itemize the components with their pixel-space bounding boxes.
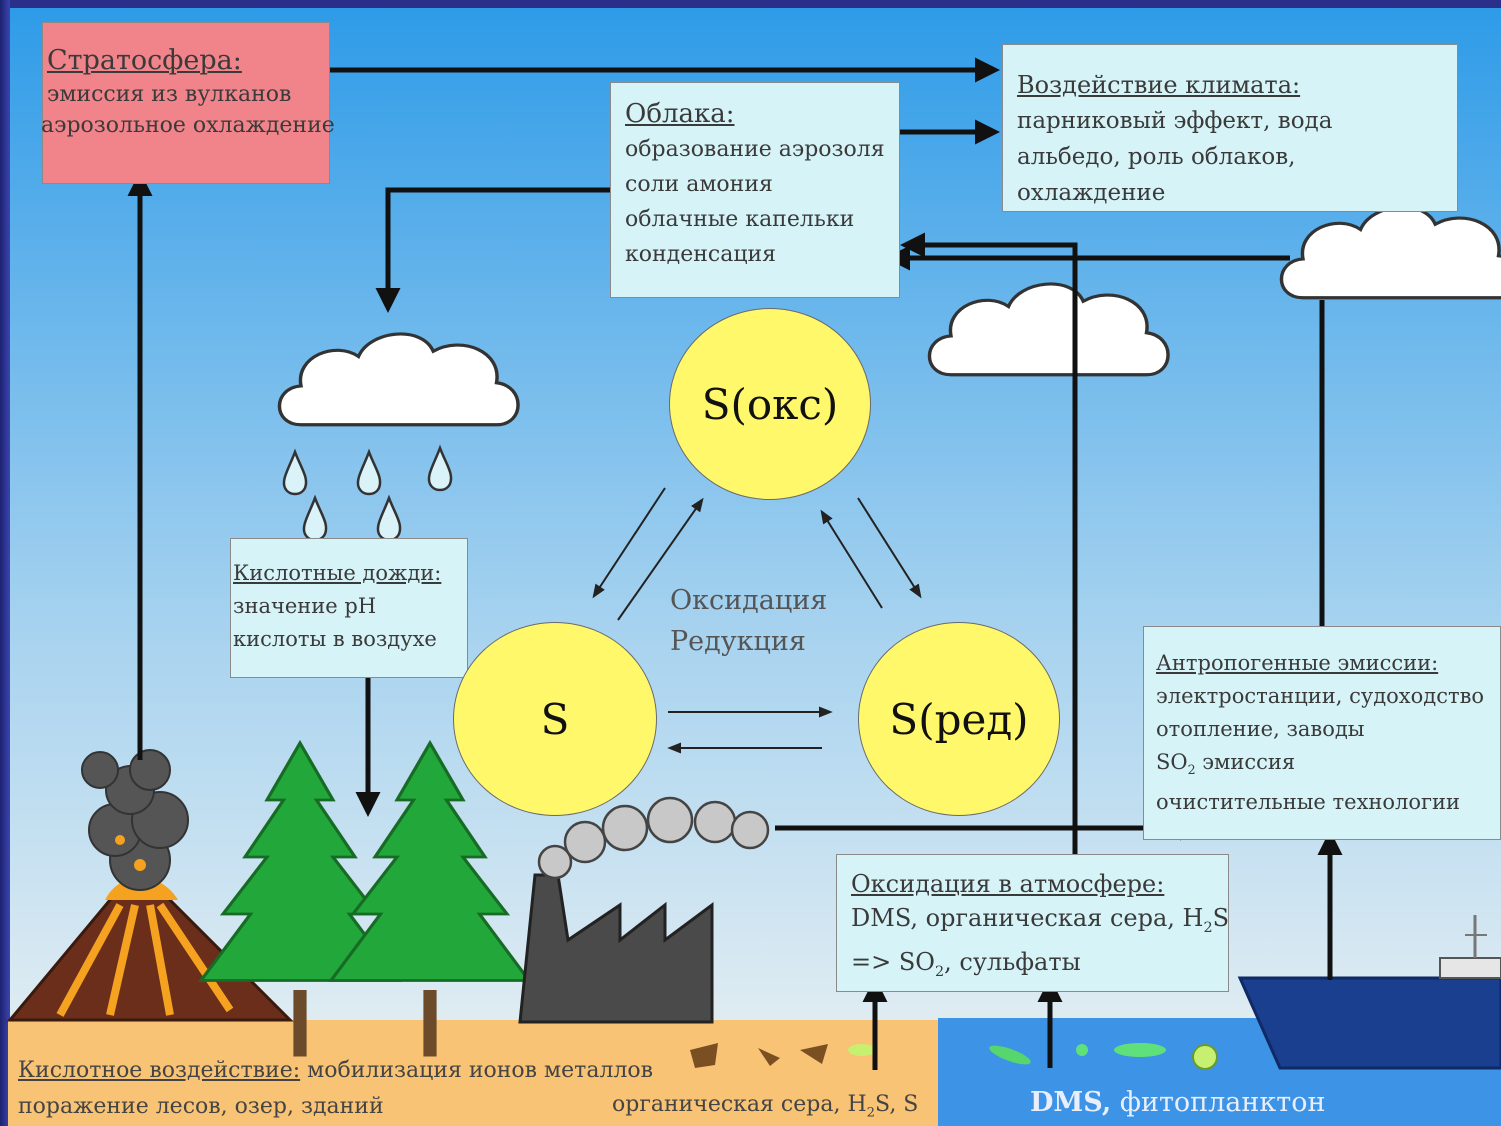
- climate-line: охлаждение: [1017, 180, 1166, 206]
- acid-impact-text: мобилизация ионов металлов: [300, 1058, 654, 1083]
- atm-text: , сульфаты: [944, 947, 1081, 976]
- anthropogenic-line: отопление, заводы: [1156, 717, 1365, 741]
- anthropogenic-so2-line: SO2 эмиссия: [1156, 746, 1500, 786]
- organic-sulfur-label: органическая сера, H2S, S: [612, 1092, 918, 1120]
- acid-impact-line2: поражение лесов, озер, зданий: [18, 1094, 384, 1119]
- ship-icon: [1237, 915, 1501, 1070]
- stratosphere-box: Стратосфера: эмиссия из вулканов аэрозол…: [41, 22, 335, 184]
- climate-box: Воздействие климата: парниковый эффект, …: [1002, 44, 1458, 212]
- clouds-line: конденсация: [625, 242, 777, 267]
- clouds-line: образование аэрозоля: [625, 137, 885, 162]
- flow-arrows: [127, 57, 1343, 1070]
- plankton-icons: [690, 1043, 1218, 1070]
- sulfur-reduced-label: S(ред): [889, 694, 1029, 744]
- acid-rain-line: кислоты в воздухе: [233, 627, 437, 651]
- climate-heading: Воздействие климата:: [1017, 71, 1301, 99]
- reduction-label: Редукция: [670, 626, 806, 657]
- dms-label: DMS, фитопланктон: [1030, 1087, 1325, 1118]
- acid-rain-heading: Кислотные дожди:: [233, 561, 442, 585]
- atm-text: S: [1212, 904, 1230, 932]
- organic-subscript: 2: [866, 1105, 876, 1121]
- organic-text: органическая сера, H: [612, 1092, 867, 1117]
- climate-line: парниковый эффект, вода: [1017, 108, 1333, 134]
- clouds-box: Облака: образование аэрозоля соли амония…: [610, 82, 900, 298]
- so2-text: SO: [1156, 750, 1188, 774]
- sulfur-reduced-node: S(ред): [858, 622, 1060, 816]
- anthropogenic-line: очистительные технологии: [1156, 790, 1461, 815]
- atm-text: DMS, органическая сера, H: [851, 904, 1204, 932]
- redox-arrows: [592, 487, 922, 754]
- atm-oxidation-line2: => SO2, сульфаты: [851, 945, 1228, 989]
- anthropogenic-heading: Антропогенные эмиссии:: [1156, 651, 1439, 675]
- clouds-line: облачные капельки: [625, 207, 855, 232]
- acid-rain-line: значение pH: [233, 594, 377, 618]
- arrow-atm-to-clouds: [900, 232, 1078, 858]
- dms-bold: DMS,: [1030, 1087, 1112, 1118]
- sulfur-elemental-node: S: [453, 622, 657, 816]
- volcano-icon: [6, 749, 294, 1022]
- clouds-heading: Облака:: [625, 99, 735, 129]
- so2-rest: эмиссия: [1195, 750, 1296, 774]
- acid-rain-box: Кислотные дожди: значение pH кислоты в в…: [230, 538, 468, 678]
- atm-oxidation-box: Оксидация в атмосфере: DMS, органическая…: [836, 854, 1229, 992]
- atm-oxidation-heading: Оксидация в атмосфере:: [851, 870, 1165, 898]
- dms-rest: фитопланктон: [1111, 1087, 1326, 1118]
- organic-text: S, S: [875, 1092, 919, 1117]
- atm-oxidation-line1: DMS, органическая сера, H2S: [851, 901, 1230, 945]
- stratosphere-heading: Стратосфера:: [47, 45, 242, 76]
- atm-text: => SO: [851, 947, 935, 976]
- so2-subscript: 2: [1187, 762, 1196, 778]
- soil-strip: [8, 1020, 940, 1126]
- sulfur-elemental-label: S: [540, 694, 570, 744]
- atm-subscript: 2: [1203, 919, 1213, 936]
- stratosphere-line: эмиссия из вулканов: [47, 82, 292, 107]
- clouds-line: соли амония: [625, 172, 773, 197]
- arrow-clouds-to-rain: [375, 187, 610, 313]
- oxidation-label: Оксидация: [670, 585, 828, 616]
- anthropogenic-line: электростанции, судоходство: [1156, 684, 1485, 708]
- sulfur-oxidized-label: S(окс): [701, 379, 839, 429]
- acid-impact-line1: Кислотное воздействие: мобилизация ионов…: [18, 1058, 653, 1083]
- factory-icon: [518, 796, 770, 1024]
- stratosphere-line: аэрозольное охлаждение: [41, 113, 335, 138]
- sulfur-oxidized-node: S(окс): [669, 308, 871, 500]
- anthropogenic-box: Антропогенные эмиссии: электростанции, с…: [1143, 626, 1501, 840]
- climate-line: альбедо, роль облаков,: [1017, 144, 1296, 170]
- acid-impact-heading: Кислотное воздействие:: [18, 1058, 301, 1083]
- atm-subscript: 2: [934, 963, 945, 980]
